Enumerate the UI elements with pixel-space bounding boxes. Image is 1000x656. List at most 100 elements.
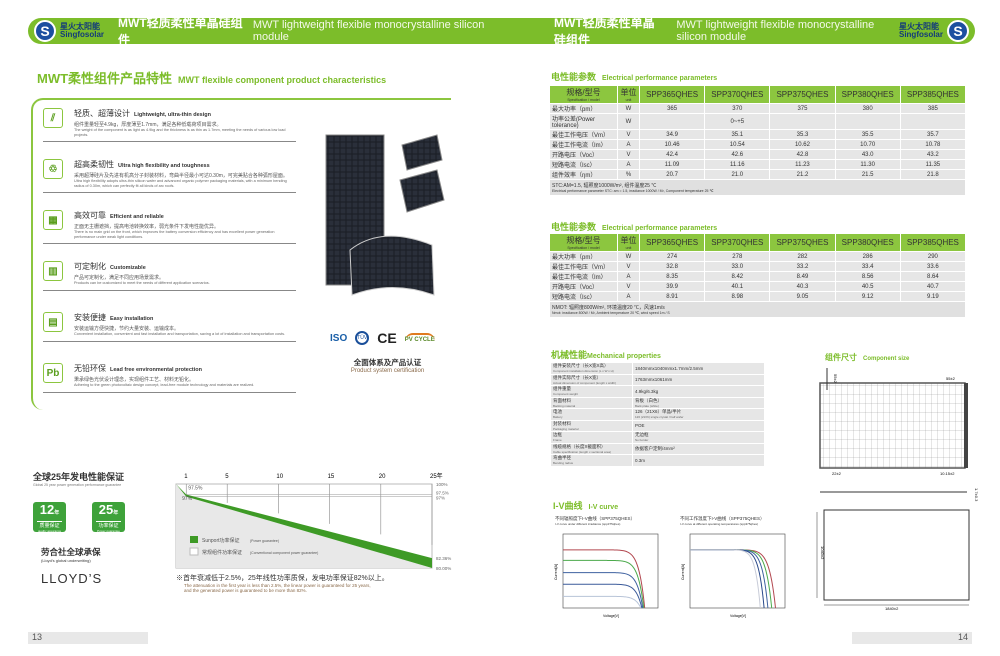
iv2-title: 不同工作温度下I-V曲线（SPP375QHES） bbox=[680, 516, 765, 521]
solar-panel-icon: ▦ bbox=[43, 210, 63, 230]
param-value: 42.8 bbox=[769, 149, 836, 160]
mech-title: 机械性能Mechanical properties bbox=[551, 348, 661, 361]
iv2-sub: I-V curve at different operating tempera… bbox=[680, 522, 758, 526]
tuv-logo: TÜV bbox=[355, 331, 370, 345]
param-label: 最佳工作电压（Vm） bbox=[549, 129, 618, 140]
param-value: 43.0 bbox=[834, 149, 901, 160]
mech-value: 背板（白色）Back plate (white) bbox=[632, 396, 765, 409]
param-value: 9.19 bbox=[899, 291, 967, 302]
iv-curve bbox=[563, 549, 646, 609]
param-value: 43.2 bbox=[899, 149, 967, 160]
cert-cn: 全面体系及产品认证 bbox=[353, 358, 422, 367]
mech-value: 1763mmx1061mm bbox=[632, 373, 765, 386]
logo-icon-right: S bbox=[947, 20, 969, 42]
feature-title-cn: 高效可靠 bbox=[74, 211, 106, 220]
param-unit: % bbox=[617, 169, 640, 180]
brand-en-right: Singfosolar bbox=[898, 30, 943, 39]
feature-title-cn: 无铅环保 bbox=[74, 364, 106, 373]
badge-label: 功率保证 bbox=[96, 521, 121, 529]
param-value: 40.3 bbox=[769, 281, 836, 292]
mech-value: 1840mmx1040mmx1.7mm/2.5mm bbox=[632, 362, 765, 375]
model-header: SPP370QHES bbox=[704, 233, 771, 252]
mech-value: 4.9kg/6.3kg bbox=[632, 385, 765, 398]
iv-x-label: Voltage[V] bbox=[603, 614, 619, 618]
feature-desc-en: Convenient installation, convenient and … bbox=[74, 332, 286, 336]
ce-logo: CE bbox=[377, 330, 397, 346]
mech-value: 依据客户定制/4mm² bbox=[632, 442, 765, 455]
param-value: 290 bbox=[899, 251, 967, 262]
iv-curve bbox=[563, 595, 642, 609]
dim-top: 55±2 bbox=[833, 374, 838, 384]
features-panel bbox=[31, 98, 451, 410]
param-value: 20.7 bbox=[638, 169, 706, 180]
feature-desc-cn: 产品可定制化，满足不同应用场景需求。 bbox=[74, 275, 165, 281]
param-value: 21.2 bbox=[769, 169, 836, 180]
param-label: 开路电压（Voc） bbox=[549, 281, 618, 292]
param-unit: A bbox=[617, 159, 640, 170]
legend-label-conventional: 常规组件功率保证 bbox=[202, 549, 242, 556]
guarantee-en: Global 25 year power generation performa… bbox=[33, 483, 122, 487]
feature-desc-cn: 正面无主栅遮挡，提高电池转换效率，弱光条件下发电性能优异。 bbox=[74, 224, 220, 230]
param-value bbox=[638, 113, 706, 130]
elec-title-cn: 电性能参数 bbox=[551, 72, 597, 82]
param-unit: V bbox=[617, 149, 640, 160]
iv1-title: 不同辐照度下I-V曲线（SPP375QHES） bbox=[555, 516, 636, 521]
feature-title-cn: 超高柔韧性 bbox=[74, 160, 114, 169]
feature-desc-cn: 组件重量轻至4.9kg，厚度薄至1.7mm，满足各种低载荷项目需求。 bbox=[74, 122, 222, 128]
iv-title-cn: I-V曲线 bbox=[553, 501, 583, 511]
param-label: 最佳工作电流（Im） bbox=[549, 139, 618, 150]
param-label: 短路电流（Isc） bbox=[549, 159, 618, 170]
param-value: 8.56 bbox=[834, 271, 901, 282]
param-value: 274 bbox=[638, 251, 706, 262]
param-value: 385 bbox=[899, 103, 967, 114]
feature-title-en: Customizable bbox=[110, 265, 146, 271]
param-label: 短路电流（Isc） bbox=[549, 291, 618, 302]
feature-desc-en: Adhering to the green photovoltaic desig… bbox=[74, 383, 255, 387]
iv-x-label: Voltage[V] bbox=[730, 614, 746, 618]
header-title-cn-right: MWT轻质柔性单晶硅组件 bbox=[554, 16, 655, 47]
right-axis-label: 82.36% bbox=[436, 556, 451, 561]
param-value: 278 bbox=[704, 251, 771, 262]
badge-label-en: quality assurance bbox=[37, 529, 62, 533]
param-value: 370 bbox=[704, 103, 771, 114]
note-en-2: and the generated power is guaranteed to… bbox=[184, 588, 307, 593]
feature-title-cn: 轻质、超薄设计 bbox=[74, 109, 130, 118]
table-row: 线缆规格（长度X截面积）Cable specification (length … bbox=[550, 442, 765, 455]
mech-label: 线缆规格（长度X截面积）Cable specification (length … bbox=[550, 442, 633, 455]
right-axis-label: 97% bbox=[436, 496, 445, 501]
param-label: 开路电压（Voc） bbox=[549, 149, 618, 160]
feature-title-cn: 安装便捷 bbox=[74, 313, 106, 322]
mech-title-en: Mechanical properties bbox=[587, 353, 661, 360]
param-unit: A bbox=[617, 291, 640, 302]
note-en-1: The attenuation in the first year is les… bbox=[184, 583, 371, 588]
param-value: 21.0 bbox=[704, 169, 771, 180]
model-header: SPP365QHES bbox=[638, 233, 706, 252]
param-value: 40.7 bbox=[899, 281, 967, 292]
param-value: 8.91 bbox=[638, 291, 706, 302]
param-label: 组件效率（ηm） bbox=[549, 169, 618, 180]
mechanical-table: 组件安装尺寸（长X宽X高）Component installation dime… bbox=[550, 362, 765, 467]
param-value: 10.62 bbox=[769, 139, 836, 150]
iv-curve bbox=[563, 583, 643, 609]
feature-title-en: Efficient and reliable bbox=[110, 214, 164, 220]
feature-desc-en: Ultra high flexibility adopts ultra-thin… bbox=[74, 179, 287, 188]
logo-icon: S bbox=[34, 20, 56, 42]
param-value: 8.64 bbox=[899, 271, 967, 282]
